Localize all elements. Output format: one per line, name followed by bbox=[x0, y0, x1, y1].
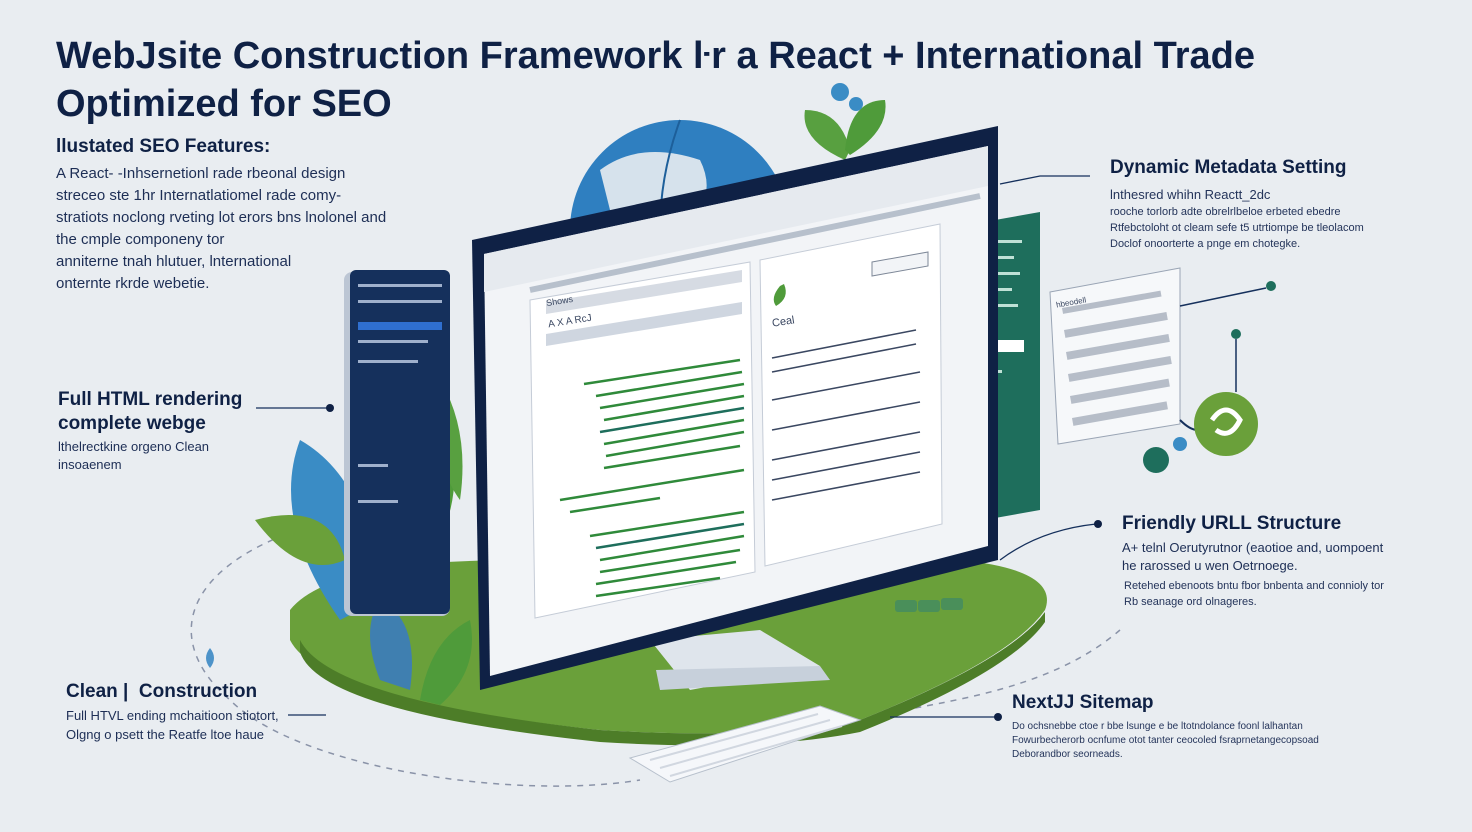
sitemap-title: NextJJ Sitemap bbox=[1012, 692, 1154, 713]
sitemap-body: Do ochsnebbe ctoe r bbe lsunge e be ltot… bbox=[1012, 720, 1319, 762]
intro-body: A React- -Inhsernetionl rade rbeonal des… bbox=[56, 163, 386, 295]
clean-construction-title: Clean | Construction bbox=[66, 681, 258, 702]
intro-line: anniterne tnah hlutuer, lnternational bbox=[56, 253, 292, 270]
keyboard bbox=[628, 705, 862, 783]
friendly-url-detail-line: Retehed ebenoots bntu fbor bnbenta and c… bbox=[1124, 580, 1384, 592]
dynamic-metadata-line: Rtfebctoloht ot cleam sefe t5 utrtiompe … bbox=[1110, 222, 1364, 234]
friendly-url-body: A+ telnl Oerutyrutnor (eaotioe and, uomp… bbox=[1122, 539, 1383, 575]
clean-construction-line: Full HTVL ending mchaitioon stiotort, bbox=[66, 708, 279, 723]
dynamic-metadata-body: lnthesred whihn Reactt_2dc rooche torlor… bbox=[1110, 186, 1364, 252]
monitor bbox=[472, 126, 998, 690]
sitemap-line: Fowurbecherorb ocnfume otot tanter ceoco… bbox=[1012, 735, 1319, 746]
page-title: WebJsite Construction Framework ŀr a Rea… bbox=[56, 32, 1436, 128]
title-line-1: WebJsite Construction Framework ŀr a Rea… bbox=[56, 35, 1255, 77]
friendly-url-line: he rarossed u wen Oetrnoege. bbox=[1122, 558, 1298, 573]
phone-panel bbox=[344, 270, 450, 616]
title-line-2: Optimized for SEO bbox=[56, 83, 392, 125]
html-rendering-title-2: complete webge bbox=[58, 413, 206, 434]
dynamic-metadata-line: rooche torlorb adte obrelrlbeloe erbeted… bbox=[1110, 206, 1341, 218]
pots-icon bbox=[895, 598, 963, 612]
friendly-url-detail-line: Rb seanage ord olnageres. bbox=[1124, 596, 1257, 608]
clean-construction-body: Full HTVL ending mchaitioon stiotort, Ol… bbox=[66, 706, 279, 744]
intro-line: stratiots noclong rveting lot erors bns … bbox=[56, 209, 387, 226]
dashed-path bbox=[190, 519, 641, 787]
pin-icon bbox=[206, 648, 214, 668]
dynamic-metadata-line: lnthesred whihn Reactt_2dc bbox=[1110, 187, 1271, 202]
sitemap-line: Do ochsnebbe ctoe r bbe lsunge e be ltot… bbox=[1012, 721, 1303, 732]
html-rendering-line: insoaenem bbox=[58, 457, 122, 472]
html-rendering-title: Full HTML rendering complete webge bbox=[58, 388, 242, 436]
mini-window bbox=[1049, 267, 1181, 445]
intro-heading: llustated SEO Features: bbox=[56, 136, 271, 157]
friendly-url-title: Friendly URLL Structure bbox=[1122, 513, 1342, 534]
friendly-url-detail: Retehed ebenoots bntu fbor bnbenta and c… bbox=[1124, 578, 1384, 610]
intro-line: A React- -Inhsernetionl rade rbeonal des… bbox=[56, 165, 346, 182]
intro-line: the cmple componeny tor bbox=[56, 231, 225, 248]
html-rendering-line: lthelrectkine orgeno Clean bbox=[58, 439, 210, 454]
connectors bbox=[256, 175, 1097, 718]
code-lines bbox=[559, 358, 745, 598]
node-icon bbox=[1143, 281, 1276, 473]
html-rendering-body: lthelrectkine orgeno Clean insoaenem bbox=[58, 438, 209, 474]
html-rendering-title-1: Full HTML rendering bbox=[58, 389, 243, 410]
dynamic-metadata-line: Doclof onoorterte a pnge em chotegke. bbox=[1110, 238, 1301, 250]
intro-line: streceo ste 1hr Internatlatiomel rade co… bbox=[56, 187, 342, 204]
clean-construction-line: Olgng o psett the Reatfe ltoe haue bbox=[66, 727, 265, 742]
intro-line: onternte rkrde webetie. bbox=[56, 275, 210, 292]
sitemap-line: Deborandbor seorneads. bbox=[1012, 749, 1123, 760]
dynamic-metadata-title: Dynamic Metadata Setting bbox=[1110, 157, 1347, 178]
friendly-url-line: A+ telnl Oerutyrutnor (eaotioe and, uomp… bbox=[1122, 540, 1384, 555]
